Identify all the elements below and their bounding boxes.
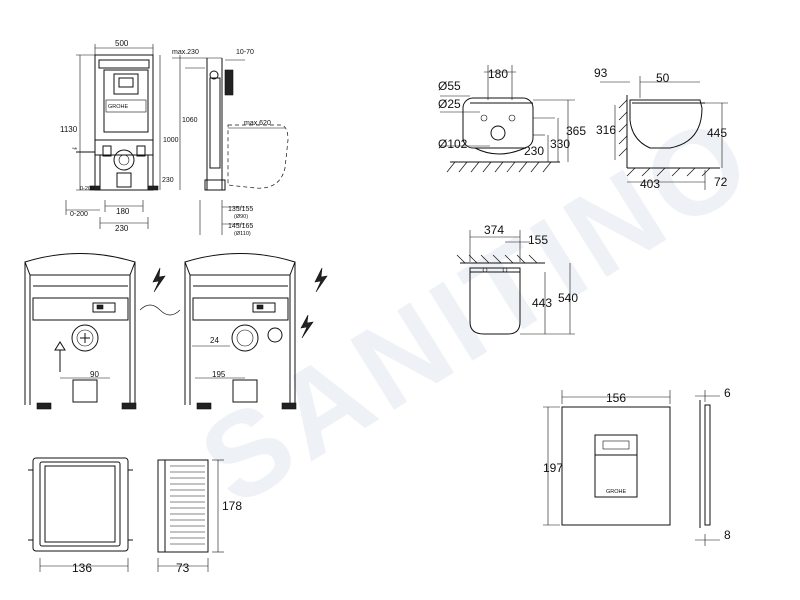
dim-d55: Ø55	[438, 79, 461, 93]
dim-height-1000: 1000	[163, 137, 179, 144]
dim-depth-note-110: (Ø110)	[234, 231, 251, 237]
dim-d25: Ø25	[438, 97, 461, 111]
grohe-logo-small: GROHE	[108, 104, 129, 110]
dim-small-0-200: 0-200	[80, 186, 94, 192]
dim-wc-top-540: 540	[558, 291, 578, 305]
dim-24: 24	[210, 336, 219, 345]
svg-text:↝: ↝	[72, 146, 77, 152]
dim-wc-side-403: 403	[640, 177, 660, 191]
wc-side-view: 50 93 316 445 403 72	[594, 66, 728, 191]
flush-plate-side: 6 8	[695, 386, 731, 546]
panel-grille	[170, 465, 205, 545]
dim-depth-145-165: 145/165	[228, 223, 253, 230]
dim-wc-side-72: 72	[714, 175, 728, 189]
flush-plate-front: GROHE 156 197	[543, 390, 671, 526]
dim-90: 90	[90, 370, 99, 379]
dim-wc-side-445: 445	[707, 126, 727, 140]
wc-top-view: 374 155 443 540	[456, 223, 578, 335]
dim-panel-width-136: 136	[72, 561, 92, 575]
dim-plate-side-8: 8	[724, 528, 731, 542]
dim-plate-197: 197	[543, 461, 563, 475]
dim-wc-top-374: 374	[484, 223, 504, 237]
dim-wc-top-155: 155	[528, 233, 548, 247]
dim-wc-180: 180	[488, 67, 508, 81]
flush-plate-outline	[113, 73, 139, 95]
dim-depth-135-155: 135/155	[228, 206, 253, 213]
dim-max-620: max.620	[244, 120, 271, 127]
dim-d102: Ø102	[438, 137, 468, 151]
frame-drawing: GROHE ↝ 0-200 500 1130 0-200 180	[60, 39, 289, 237]
dim-bottom-230: 230	[162, 177, 174, 184]
dim-plate-156: 156	[606, 391, 626, 405]
dim-height-1060: 1060	[182, 117, 198, 124]
access-panel-front: 136	[28, 457, 133, 575]
dim-h330: 330	[550, 137, 570, 151]
dim-h365: 365	[566, 124, 586, 138]
grohe-logo-plate: GROHE	[606, 489, 627, 495]
dim-wc-side-93: 93	[594, 66, 608, 80]
dim-195: 195	[212, 370, 226, 379]
dim-wc-side-316: 316	[596, 123, 616, 137]
install-view-left: 90	[24, 253, 166, 410]
dim-adjust-10-70: 10-70	[236, 49, 254, 56]
dim-panel-depth-73: 73	[176, 561, 190, 575]
dim-h230: 230	[524, 144, 544, 158]
dim-wc-top-443: 443	[532, 296, 552, 310]
dim-depth-note-90: (Ø90)	[234, 214, 248, 220]
dim-width-180: 180	[116, 207, 130, 216]
dim-wc-side-50: 50	[656, 71, 670, 85]
wc-front-view: 180 Ø55 Ø25 Ø102 230 330 365	[438, 65, 586, 173]
dim-max-230: max.230	[172, 49, 199, 56]
dim-panel-height-178: 178	[222, 499, 242, 513]
dim-height-1130: 1130	[60, 125, 78, 134]
dim-width-500: 500	[115, 39, 129, 48]
dim-width-230: 230	[115, 224, 129, 233]
dim-plate-side-6: 6	[724, 386, 731, 400]
dim-floor-0-200: 0-200	[70, 211, 88, 218]
install-view-right: 24 195	[139, 253, 328, 410]
flush-button-outline	[594, 434, 638, 498]
access-panel-side: 178 73	[157, 459, 242, 575]
